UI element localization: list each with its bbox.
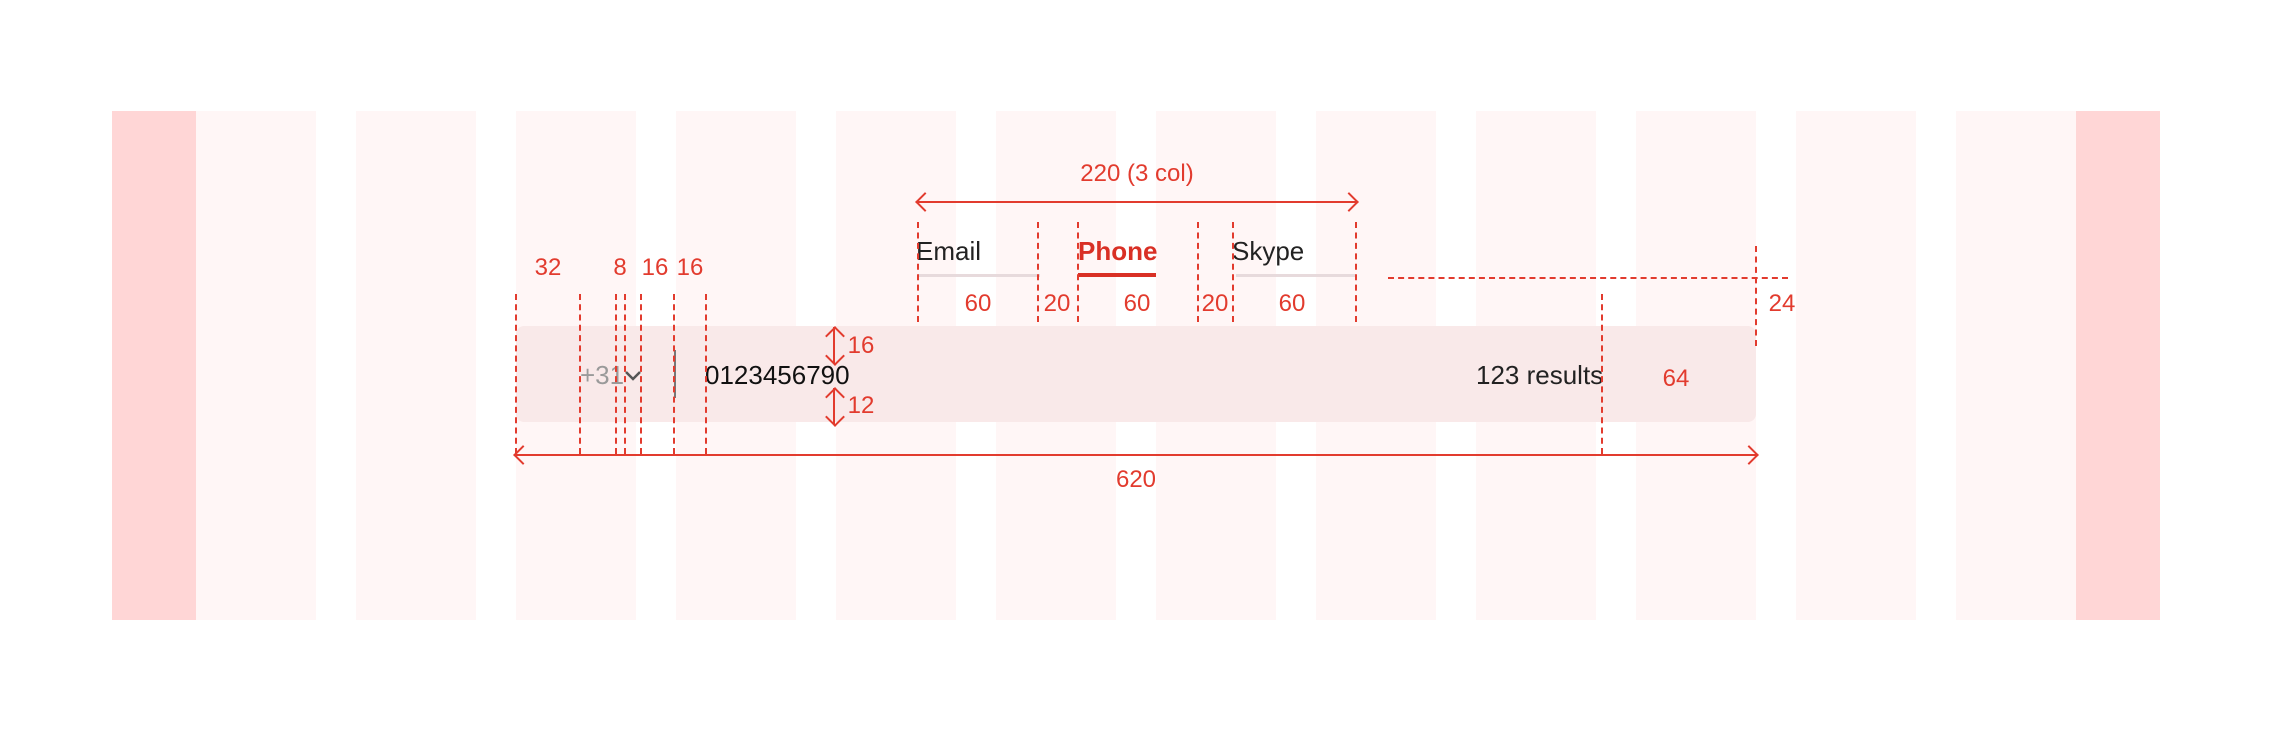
field-divider: [674, 350, 676, 398]
grid-margin-right: [2076, 111, 2160, 620]
guide-line: [1037, 222, 1039, 322]
padding-top-label: 16: [847, 332, 875, 359]
guide-line: [640, 294, 642, 454]
tabs-width-label: 220 (3 col): [1080, 160, 1194, 187]
tab-phone[interactable]: Phone: [1078, 236, 1158, 266]
tab-underline: [1236, 274, 1356, 277]
divider-gap-label: 16: [641, 254, 669, 281]
tab-email[interactable]: Email: [916, 236, 982, 266]
chevron-gap-label: 8: [613, 254, 627, 281]
guide-line: [1232, 222, 1234, 322]
tab-email-width: 60: [964, 290, 992, 317]
guide-line: [1355, 222, 1357, 322]
padding-left-label: 32: [534, 254, 562, 281]
guide-line: [673, 294, 675, 454]
tab-skype-width: 60: [1278, 290, 1306, 317]
dimension-line: [833, 327, 835, 363]
dimension-line: [833, 388, 835, 424]
tab-gap-width: 20: [1043, 290, 1071, 317]
tab-skype[interactable]: Skype: [1232, 236, 1305, 266]
guide-line: [1197, 222, 1199, 322]
guide-line: [515, 294, 517, 454]
guide-line: [1077, 222, 1079, 322]
result-count: 123 results: [1476, 360, 1604, 390]
input-gap-label: 16: [676, 254, 704, 281]
guide-line: [615, 294, 617, 454]
grid-column: [196, 111, 316, 620]
right-padding-label: 64: [1662, 365, 1690, 392]
tab-gap-width: 20: [1201, 290, 1229, 317]
field-width-label: 620: [1115, 466, 1157, 493]
tab-active-indicator: [1078, 273, 1156, 277]
grid-column: [1956, 111, 2076, 620]
phone-input-field[interactable]: [516, 326, 1756, 422]
tab-underline: [918, 274, 1040, 277]
guide-line: [1388, 277, 1788, 279]
guide-line: [579, 294, 581, 454]
tabs-bottom-gap: 24: [1768, 290, 1796, 317]
tab-phone-width: 60: [1123, 290, 1151, 317]
grid-column: [356, 111, 476, 620]
dimension-line: [516, 454, 1756, 456]
guide-line: [1755, 246, 1757, 346]
dimension-line: [918, 201, 1356, 203]
country-code[interactable]: +31: [580, 360, 625, 390]
guide-line: [705, 294, 707, 454]
padding-bottom-label: 12: [847, 392, 875, 419]
grid-margin-left: [112, 111, 196, 620]
grid-column: [1796, 111, 1916, 620]
guide-line: [624, 294, 626, 454]
guide-line: [1601, 294, 1603, 454]
phone-number-value[interactable]: 0123456790: [705, 360, 850, 390]
guide-line: [917, 222, 919, 322]
chevron-down-icon[interactable]: [624, 370, 642, 382]
